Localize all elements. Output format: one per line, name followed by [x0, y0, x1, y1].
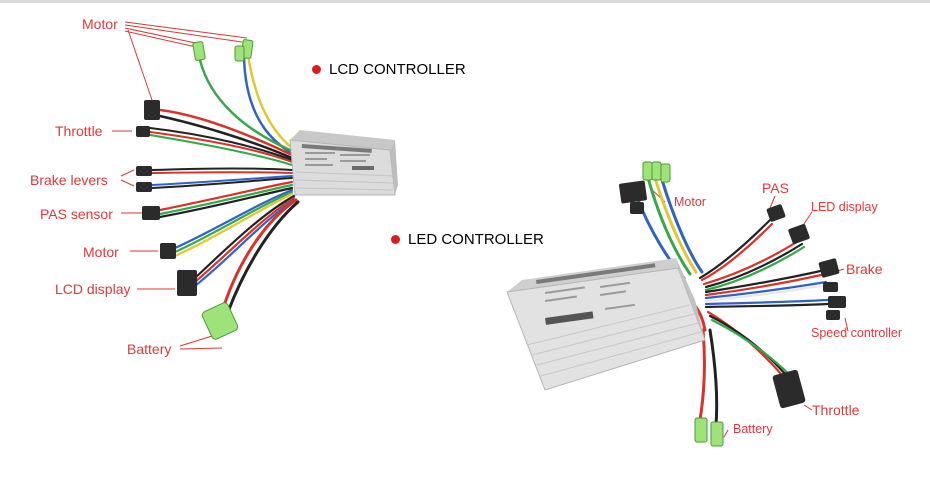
- lcd-label-battery: Battery: [127, 341, 172, 357]
- led-wires: [636, 176, 830, 427]
- lcd-label-motor: Motor: [83, 244, 119, 260]
- lcd-label-pas-sensor: PAS sensor: [40, 206, 113, 222]
- lcd-leader-lines: [112, 21, 248, 350]
- lcd-label-lcd-display: LCD display: [55, 281, 131, 297]
- led-label-battery: Battery: [733, 422, 773, 436]
- led-terminals: [642, 161, 724, 447]
- lcd-connectors: [136, 100, 197, 296]
- bullet-dot-icon: [312, 65, 321, 74]
- lcd-wires: [149, 53, 300, 314]
- led-controller-box: [506, 258, 706, 391]
- lcd-controller: [112, 21, 398, 350]
- lcd-controller-heading: LCD CONTROLLER: [312, 62, 466, 77]
- lcd-label-motor-top: Motor: [82, 16, 118, 32]
- led-connectors: [618, 180, 846, 409]
- led-controller-heading: LED CONTROLLER: [391, 232, 544, 247]
- led-controller-title: LED CONTROLLER: [408, 231, 544, 248]
- led-controller: [506, 161, 849, 447]
- bullet-dot-icon: [391, 235, 400, 244]
- lcd-terminals: [192, 39, 254, 340]
- led-label-throttle: Throttle: [812, 402, 860, 418]
- led-label-speed-controller: Speed controller: [811, 326, 903, 340]
- led-label-pas: PAS: [762, 180, 789, 196]
- lcd-label-throttle: Throttle: [55, 123, 103, 139]
- led-label-motor: Motor: [674, 195, 706, 209]
- lcd-label-brake-levers: Brake levers: [30, 172, 108, 188]
- lcd-controller-box: [289, 130, 398, 196]
- top-border: [0, 0, 930, 3]
- lcd-controller-title: LCD CONTROLLER: [329, 61, 466, 78]
- led-label-brake: Brake: [846, 261, 883, 277]
- led-label-led-display: LED display: [811, 200, 878, 214]
